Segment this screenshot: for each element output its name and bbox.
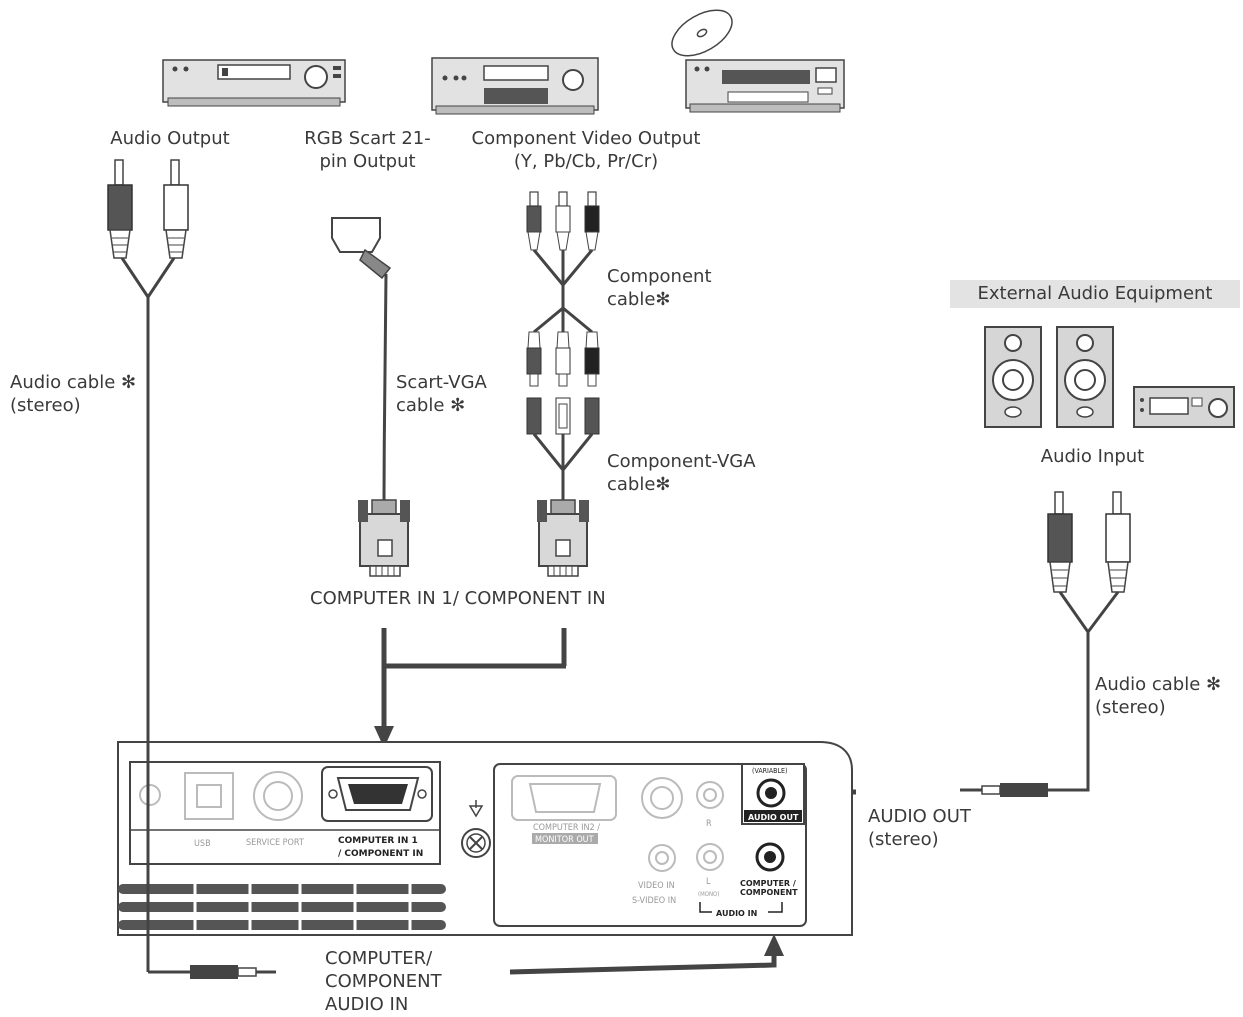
speaker-left-icon — [984, 326, 1042, 428]
service-port-icon — [253, 771, 303, 821]
dvd-device — [671, 9, 845, 113]
audio-cable-right-label-1: Audio cable ✻ — [1095, 674, 1222, 695]
mini-plug-right-icon — [960, 783, 1048, 797]
component-video-label-1: Component Video Output — [471, 128, 701, 149]
component-video-label-2: (Y, Pb/Cb, Pr/Cr) — [513, 151, 659, 172]
computer-component-label-2: COMPONENT — [740, 888, 798, 897]
audio-out-port-icon[interactable] — [741, 763, 805, 825]
component-cable — [526, 191, 600, 577]
external-audio-box: External Audio Equipment — [950, 280, 1240, 308]
speaker-right-icon — [1056, 326, 1114, 428]
external-audio-title: External Audio Equipment — [977, 283, 1213, 304]
video-in-port-icon — [648, 844, 676, 872]
computer-audio-in-label-3: AUDIO IN — [325, 994, 409, 1015]
usb-port-icon — [184, 772, 234, 820]
computer-in-1-label: COMPUTER IN 1 — [338, 836, 418, 846]
vga-connector-left-icon — [358, 499, 410, 577]
projector-vents — [118, 880, 446, 934]
audio-l-port-icon — [696, 843, 724, 871]
audio-output-label: Audio Output — [110, 128, 230, 149]
projector-rear-panel: USB SERVICE PORT COMPUTER IN 1 / COMPONE… — [117, 741, 853, 936]
rca-plug-white-right-icon — [1105, 491, 1131, 593]
audio-cable-right — [960, 491, 1131, 797]
audio-cable-left-label-2: (stereo) — [10, 395, 81, 416]
s-video-in-label: S-VIDEO IN — [632, 896, 676, 906]
computer-audio-in-label-1: COMPUTER/ — [325, 948, 433, 969]
component-in-label: / COMPONENT IN — [338, 849, 423, 859]
computer-audio-in-label-2: COMPONENT — [325, 971, 442, 992]
computer-in2-label: COMPUTER IN2 / — [533, 823, 600, 833]
computer-in-label: COMPUTER IN 1/ COMPONENT IN — [310, 588, 606, 609]
audio-out-label-2: (stereo) — [868, 829, 939, 850]
video-in-label: VIDEO IN — [638, 881, 675, 891]
audio-out-panel-label: AUDIO OUT — [748, 813, 799, 822]
computer-in-arrow — [374, 628, 567, 748]
rca-trio-middle-icon — [526, 331, 600, 387]
rca-plug-white-icon — [163, 159, 189, 259]
screw-icon — [461, 800, 491, 858]
audio-in-panel-label: AUDIO IN — [716, 909, 757, 918]
audio-cable-right-label-2: (stereo) — [1095, 697, 1166, 718]
rca-plug-red-right-icon — [1047, 491, 1073, 593]
computer-in-1-port-icon[interactable] — [321, 766, 433, 822]
usb-label: USB — [194, 839, 211, 849]
component-cable-label-1: Component — [607, 266, 712, 287]
monitor-out-port-icon — [511, 775, 617, 821]
computer-component-label-1: COMPUTER / — [740, 879, 796, 888]
vcr-device — [431, 57, 599, 115]
audio-out-label-1: AUDIO OUT — [868, 806, 971, 827]
rgb-scart-label-1: RGB Scart 21- — [304, 128, 431, 149]
component-vga-label-2: cable✻ — [607, 474, 671, 495]
mono-label: (MONO) — [698, 891, 719, 898]
audio-input-label: Audio Input — [1040, 446, 1145, 467]
vga-connector-right-icon — [537, 499, 589, 577]
rca-trio-top-icon — [526, 191, 600, 251]
scart-vga-label-1: Scart-VGA — [396, 372, 487, 393]
audio-cable-left-label-1: Audio cable ✻ — [10, 372, 137, 393]
s-video-port-icon — [641, 777, 683, 819]
audio-r-port-icon — [696, 781, 724, 809]
audio-in-arrow — [509, 934, 784, 975]
amplifier-icon — [1133, 386, 1235, 428]
rgb-scart-label-2: pin Output — [319, 151, 416, 172]
scart-vga-label-2: cable ✻ — [396, 395, 466, 416]
rca-plug-red-icon — [107, 159, 133, 259]
rca-socket-trio-icon — [526, 397, 600, 435]
component-vga-label-1: Component-VGA — [607, 451, 756, 472]
audio-player-device — [162, 59, 346, 107]
service-port-label: SERVICE PORT — [246, 838, 304, 848]
r-label: R — [706, 819, 712, 829]
component-cable-label-2: cable✻ — [607, 289, 671, 310]
mini-plug-icon — [190, 965, 276, 979]
scart-vga-cable — [331, 217, 410, 577]
computer-audio-in-port-icon[interactable] — [755, 842, 785, 872]
l-label: L — [706, 877, 711, 887]
variable-label: (VARIABLE) — [752, 767, 787, 775]
monitor-out-label: MONITOR OUT — [535, 835, 594, 845]
